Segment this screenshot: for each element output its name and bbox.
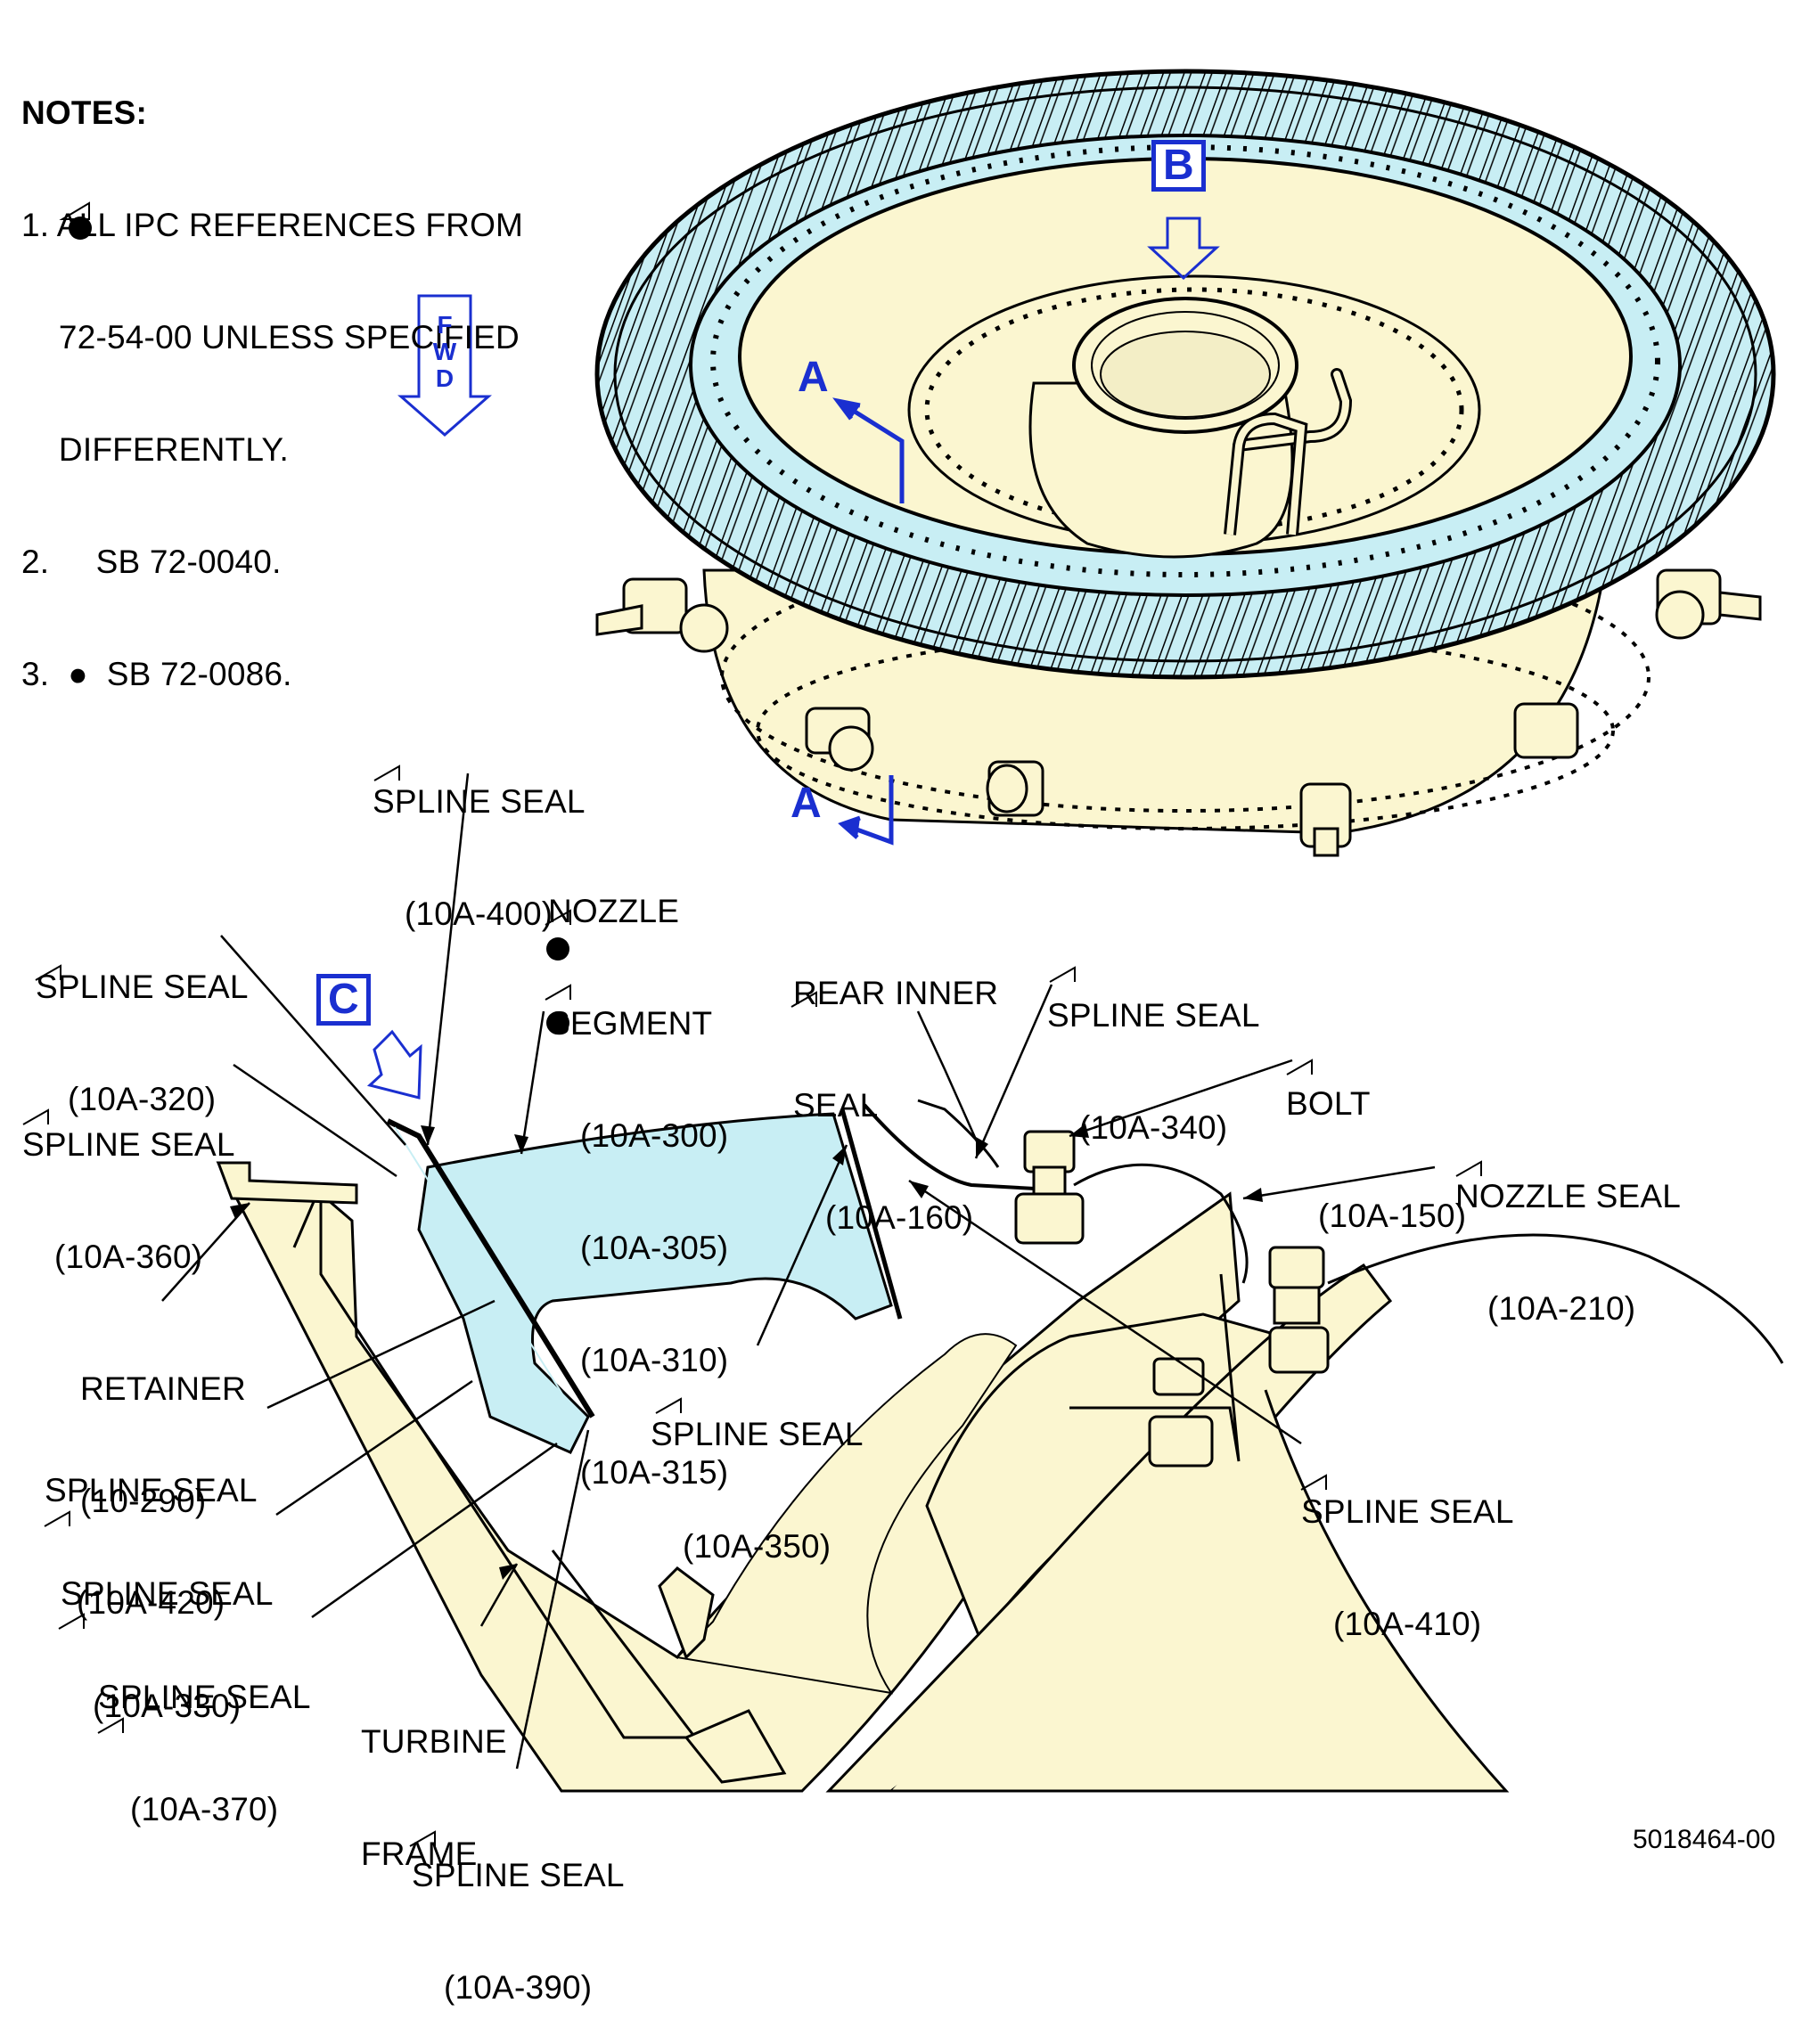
label-line: SPLINE SEAL	[373, 783, 586, 820]
label-line: RETAINER	[80, 1370, 246, 1407]
label-line: SPLINE SEAL	[1301, 1493, 1514, 1530]
label-spline-seal-350: SPLINE SEAL (10A-350)	[651, 1341, 864, 1603]
label-line: (10A-340)	[1079, 1109, 1228, 1146]
section-a-bottom-arrow	[841, 775, 894, 846]
nozzle-assembly-view	[594, 69, 1776, 857]
leader-lines	[161, 773, 1436, 1770]
retainer-shape	[216, 1161, 358, 1205]
illustration	[22, 69, 1784, 1847]
label-bolt: BOLT (10A-150)	[1286, 1010, 1466, 1272]
label-line: (10A-410)	[1333, 1606, 1482, 1642]
label-line: (10-290)	[80, 1483, 207, 1519]
sb-0086-bullets	[69, 217, 569, 1034]
label-spline-seal-320: SPLINE SEAL (10A-320)	[36, 894, 249, 1156]
label-spline-seal-340: SPLINE SEAL (10A-340)	[1047, 922, 1260, 1184]
label-line: SPLINE SEAL	[1047, 997, 1260, 1034]
label-line: (10A-420)	[77, 1584, 225, 1621]
label-nozzle-segment: NOZZLE SEGMENT (10A-300) (10A-305) (10A-…	[548, 818, 728, 1529]
fitting-bottom-left	[805, 707, 874, 772]
fitting-bottom-mid	[986, 760, 1044, 817]
note-3: 3. ● SB 72-0086.	[21, 656, 292, 692]
label-line: (10A-330)	[93, 1688, 242, 1724]
label-spline-seal-390: SPLINE SEAL (10A-390)	[412, 1782, 625, 2044]
label-line: (10A-390)	[444, 1969, 593, 2006]
label-line: SPLINE SEAL	[98, 1679, 311, 1715]
fwd-arrow-shape	[397, 294, 492, 437]
fitting-left	[595, 577, 729, 653]
label-line: (10A-150)	[1318, 1198, 1467, 1234]
nozzle-segment	[417, 1112, 893, 1454]
label-nozzle-seal: NOZZLE SEAL (10A-210)	[1455, 1103, 1681, 1365]
fwd-d: D	[435, 364, 455, 392]
label-line: NOZZLE	[548, 893, 680, 929]
note-2: 2. SB 72-0040.	[21, 544, 282, 580]
label-line: SPLINE SEAL	[36, 969, 249, 1005]
view-b-label: B	[1151, 140, 1206, 192]
label-line: SPLINE SEAL	[22, 1126, 235, 1163]
note-1-line-2: 72-54-00 UNLESS SPECIFIED	[21, 319, 520, 356]
nozzle-seal-curve	[1073, 1163, 1249, 1284]
cross-section-view	[216, 1099, 1784, 1793]
section-a-bottom-label: A	[790, 780, 822, 827]
label-line: FRAME	[361, 1836, 478, 1872]
label-line: (10A-320)	[68, 1081, 217, 1117]
label-line: (10A-310)	[580, 1342, 729, 1378]
label-line: (10A-210)	[1487, 1290, 1636, 1327]
section-a-top-label: A	[798, 354, 829, 401]
sb-0040-symbols	[22, 201, 1482, 1847]
label-line: NOZZLE SEAL	[1455, 1178, 1682, 1214]
section-a-top-arrow	[836, 398, 905, 503]
label-line: (10A-360)	[54, 1239, 203, 1275]
drawing-number: 5018464-00	[1633, 1825, 1776, 1854]
fwd-w: W	[432, 338, 457, 365]
label-rear-inner-seal: REAR INNER SEAL (10A-160)	[793, 900, 998, 1274]
label-line: SPLINE SEAL	[61, 1575, 274, 1612]
label-line: BOLT	[1286, 1085, 1371, 1122]
label-line: SPLINE SEAL	[45, 1472, 258, 1508]
label-line: (10A-160)	[825, 1199, 974, 1236]
label-spline-seal-410: SPLINE SEAL (10A-410)	[1301, 1419, 1514, 1680]
label-line: SPLINE SEAL	[651, 1416, 864, 1452]
label-line: (10A-400)	[405, 895, 553, 932]
bolt-middle	[1268, 1246, 1330, 1374]
label-retainer: RETAINER (10-290)	[80, 1296, 246, 1558]
label-turbine-frame: TURBINE FRAME	[361, 1648, 507, 1910]
label-spline-seal-400: SPLINE SEAL (10A-400)	[373, 708, 586, 970]
view-c-arrow	[366, 1029, 422, 1100]
view-b-arrow	[1147, 217, 1220, 281]
note-1-line-3: DIFFERENTLY.	[21, 431, 289, 468]
fitting-bottom-right	[1299, 702, 1579, 857]
notes-block: NOTES: 1. ALL IPC REFERENCES FROM 72-54-…	[21, 20, 523, 731]
fwd-label: F W D	[427, 312, 463, 392]
leader-arrowheads	[230, 1124, 1263, 1580]
label-spline-seal-370: SPLINE SEAL (10A-370)	[98, 1604, 311, 1866]
label-spline-seal-420: SPLINE SEAL (10A-420)	[45, 1397, 258, 1659]
label-spline-seal-330: SPLINE SEAL (10A-330)	[61, 1500, 274, 1762]
view-arrows	[366, 217, 1220, 1100]
fwd-f: F	[437, 311, 453, 339]
label-line: SPLINE SEAL	[412, 1857, 625, 1893]
label-spline-seal-360: SPLINE SEAL (10A-360)	[22, 1051, 235, 1313]
label-line: (10A-300)	[580, 1117, 729, 1154]
label-line: REAR INNER	[793, 975, 999, 1011]
label-line: (10A-305)	[580, 1230, 729, 1266]
label-line: (10A-315)	[580, 1454, 729, 1491]
view-c-label: C	[316, 974, 371, 1026]
label-line: (10A-370)	[130, 1791, 279, 1827]
bolt-upper	[1014, 1130, 1085, 1245]
label-line: TURBINE	[361, 1723, 507, 1760]
fitting-right	[1655, 568, 1762, 640]
label-line: (10A-350)	[683, 1528, 831, 1565]
label-line: SEAL	[793, 1087, 879, 1124]
notes-title: NOTES:	[21, 94, 147, 131]
label-line: SEGMENT	[548, 1005, 713, 1042]
note-1-line-1: 1. ALL IPC REFERENCES FROM	[21, 207, 524, 243]
